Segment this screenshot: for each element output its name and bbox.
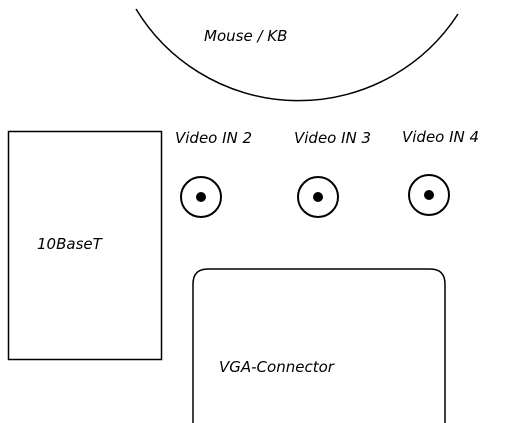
video-in-4-label: Video IN 4	[402, 128, 479, 146]
video-in-2-jack-pin	[196, 192, 206, 202]
vga-connector	[192, 268, 446, 423]
video-in-3-label: Video IN 3	[294, 129, 371, 147]
video-in-2-jack	[180, 176, 222, 218]
video-in-3-jack-pin	[313, 192, 323, 202]
mouse-kb-port	[135, 8, 459, 102]
video-in-4-jack-pin	[424, 190, 434, 200]
video-in-3-jack	[297, 176, 339, 218]
video-in-4-jack	[408, 174, 450, 216]
video-in-2-label: Video IN 2	[175, 129, 252, 147]
ethernet-port	[7, 130, 163, 361]
ethernet-label: 10BaseT	[37, 235, 104, 253]
mouse-kb-label: Mouse / KB	[204, 27, 287, 45]
vga-label: VGA-Connector	[219, 358, 335, 376]
